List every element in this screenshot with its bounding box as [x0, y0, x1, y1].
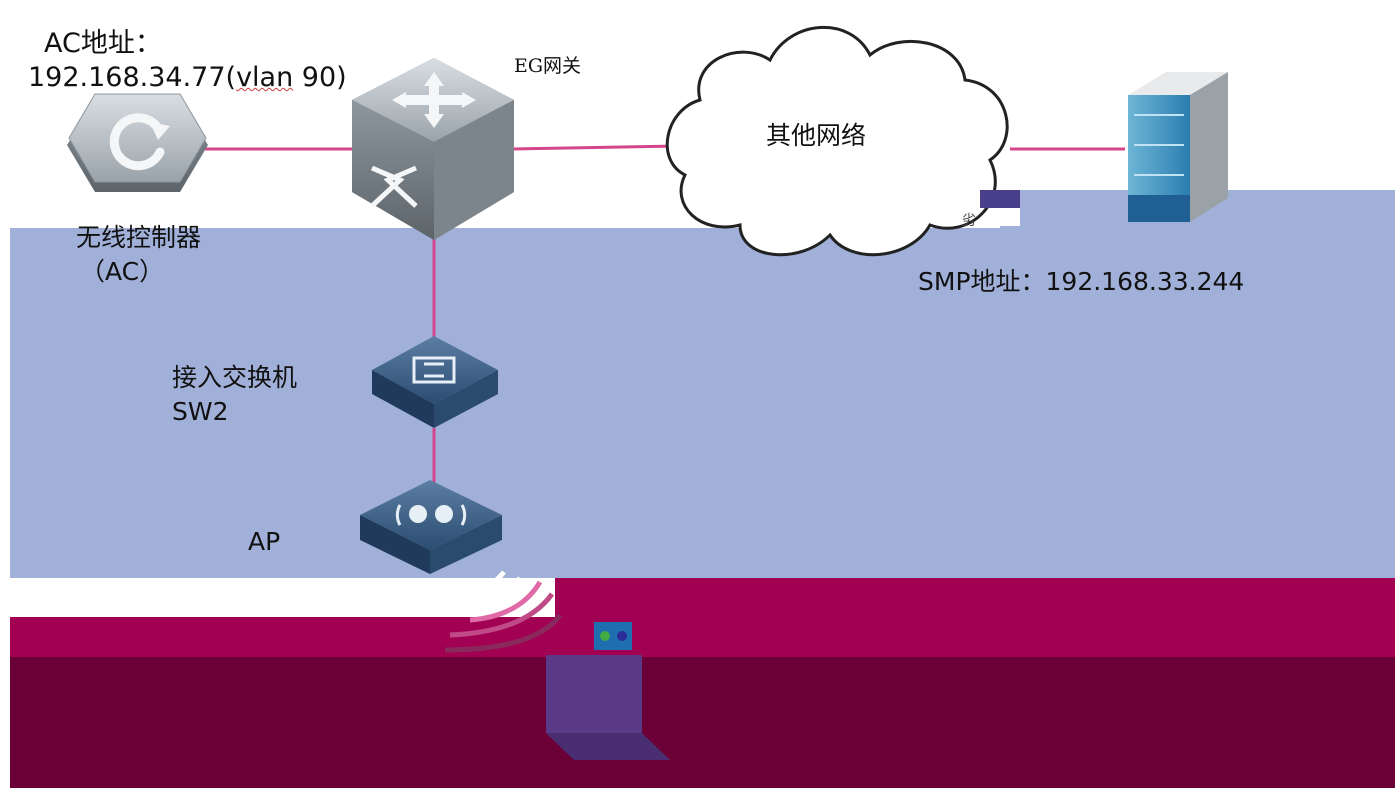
controller-icon: [67, 93, 208, 192]
access-point-icon: [360, 480, 502, 574]
background-band-wine: [10, 657, 1395, 788]
links: [205, 144, 1125, 485]
ac-address-ip: 192.168.34.77(: [28, 62, 237, 93]
ac-name-sub-label: （AC）: [80, 257, 165, 286]
ac-address-vlan: vlan: [236, 62, 294, 93]
server-icon: [1128, 72, 1228, 222]
gateway-label: EG网关: [514, 55, 582, 77]
router-switch-icon: [352, 58, 514, 240]
background-band-blue: [10, 228, 1395, 578]
background-band-magenta: [10, 617, 1395, 657]
ap-label: AP: [248, 527, 281, 556]
switch-sub-label: SW2: [172, 397, 229, 426]
smp-address-label: SMP地址：192.168.33.244: [918, 267, 1245, 296]
svg-text:劣: 劣: [962, 213, 976, 229]
ac-address-value: 192.168.34.77(vlan 90): [28, 62, 347, 93]
background-band-magenta-upper: [555, 578, 1395, 618]
laptop-icon: [546, 622, 670, 760]
wireless-signal-icon: [444, 570, 563, 653]
glitch-fragment: 劣: [962, 190, 1020, 229]
link-gateway-cloud: [511, 144, 681, 151]
cloud-label: 其他网络: [766, 121, 867, 150]
ac-address-tail: 90): [293, 62, 347, 93]
ac-name-label: 无线控制器: [76, 223, 202, 252]
switch-icon: [372, 336, 498, 428]
ac-address-title: AC地址：: [44, 28, 162, 59]
switch-name-label: 接入交换机: [172, 363, 298, 392]
